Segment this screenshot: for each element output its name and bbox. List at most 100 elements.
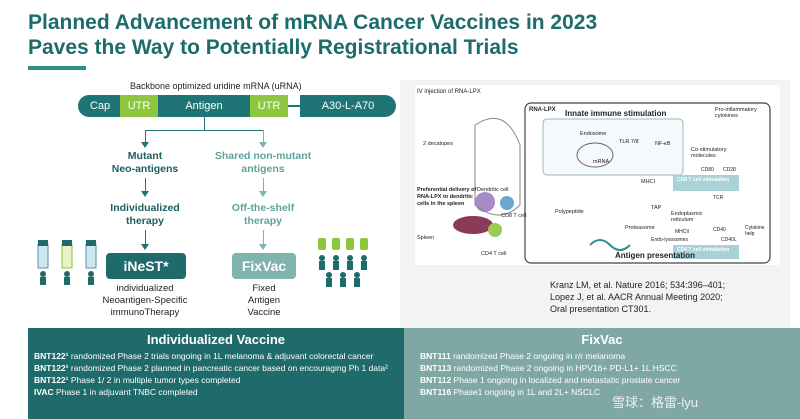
trial-text: Phase1 ongoing in 1L and 2L+ NSCLC	[451, 387, 600, 397]
individualized-panel: Individualized Vaccine BNT122¹ randomize…	[28, 328, 404, 419]
trial-code: IVAC	[34, 387, 54, 397]
fig-label-innate: Innate immune stimulation	[565, 109, 667, 118]
cd4-cell-shape	[488, 223, 502, 237]
connector-right-2	[263, 178, 264, 193]
fixvac-panel-title: FixVac	[581, 332, 623, 347]
page-title: Planned Advancement of mRNA Cancer Vacci…	[28, 10, 648, 60]
desc-line: individualized	[116, 283, 174, 294]
left-therapy: Individualized therapy	[110, 202, 180, 227]
title-line-2: Paves the Way to Potentially Registratio…	[28, 36, 519, 59]
trial-row: BNT111 randomized Phase 2 ongoing in r/r…	[420, 350, 680, 362]
fig-label-polypeptide: Polypeptide	[555, 209, 584, 215]
fixvac-panel: FixVac BNT111 randomized Phase 2 ongoing…	[404, 328, 800, 419]
antigen-segment: Antigen	[158, 95, 250, 117]
desc-line: Antigen	[247, 295, 281, 306]
cd8-stim-box	[673, 175, 739, 191]
reference-line: Oral presentation CT301.	[550, 304, 652, 314]
body-outline	[474, 117, 521, 216]
trial-row: BNT112 Phase 1 ongoing in localized and …	[420, 374, 680, 386]
trial-text: Phase 1 in adjuvant TNBC completed	[53, 387, 198, 397]
connector-stem	[204, 117, 205, 130]
cd8-cell-shape	[500, 196, 514, 210]
trial-code: BNT122¹	[34, 375, 69, 385]
fixvac-rows: BNT111 randomized Phase 2 ongoing in r/r…	[420, 350, 680, 398]
mrna-backbone: Cap UTR Antigen UTR A30-L-A70	[78, 95, 398, 117]
fig-label-endosome: Endosome	[580, 131, 607, 137]
trial-code: BNT122¹	[34, 351, 69, 361]
dc-shape	[475, 192, 495, 212]
fig-label-cd80: CD80	[701, 167, 714, 173]
inest-badge: iNeST*	[106, 253, 186, 279]
trial-text: randomized Phase 2 planned in pancreatic…	[68, 363, 388, 373]
er-shape	[589, 239, 631, 251]
right-antigen-type: Shared non-mutant antigens	[214, 150, 312, 175]
fig-label-cd4: CD4 T cell	[481, 251, 507, 257]
backbone-label: Backbone optimized uridine mRNA (uRNA)	[130, 81, 302, 91]
fig-label-cytokine: Cytokine help	[745, 225, 765, 237]
desc-line: Vaccine	[247, 307, 281, 318]
trial-code: BNT112	[420, 375, 452, 385]
fig-label-er: Endoplasmic reticulum	[671, 211, 703, 223]
innate-box	[542, 118, 684, 176]
arrow-right-2	[259, 191, 267, 197]
desc-line: Neoantigen-Specific	[102, 295, 188, 306]
fig-label-mhc1: MHCI	[641, 179, 656, 185]
cd4-stim-box	[673, 245, 739, 259]
trial-text: Phase 1 ongoing in localized and metasta…	[451, 375, 681, 385]
watermark: 雪球：格雷-lyu	[612, 395, 698, 410]
fig-label-dc: Dendritic cell	[477, 187, 509, 193]
fig-label-endolyso: Endo-lysosomes	[651, 237, 688, 243]
fig-label-tap: TAP	[651, 205, 662, 211]
trial-text: randomized Phase 2 ongoing in HPV16+ PD-…	[451, 363, 677, 373]
vial-icon	[61, 240, 73, 269]
individualized-rows: BNT122¹ randomized Phase 2 trials ongoin…	[34, 350, 388, 398]
fig-label-decatopes: 2 decatopes	[423, 141, 453, 147]
fixvac-badge: FixVac	[232, 253, 296, 279]
references: Kranz LM, et al. Nature 2016; 534:396–40…	[550, 279, 760, 315]
reference-line: Lopez J, et al. AACR Annual Meeting 2020…	[550, 292, 723, 302]
polya-segment: A30-L-A70	[300, 95, 396, 117]
trial-row: BNT116 Phase1 ongoing in 1L and 2L+ NSCL…	[420, 386, 680, 398]
fig-label-mrna: mRNA	[593, 159, 610, 165]
desc-line: Fixed	[252, 283, 276, 294]
trial-row: BNT122¹ Phase 1/ 2 in multiple tumor typ…	[34, 374, 388, 386]
fig-label-tcr: TCR	[713, 195, 724, 201]
right-therapy: Off-the-shelf therapy	[231, 202, 295, 227]
vial-icons	[37, 240, 97, 285]
title-underline	[28, 66, 86, 70]
fig-label-spleen: Spleen	[417, 235, 435, 241]
fig-label-tlr: TLR 7/8	[619, 139, 639, 145]
trial-code: BNT111	[420, 351, 451, 361]
fig-label-mhc2: MHCII	[675, 229, 690, 235]
fig-label-cd8stim: CD8 T cell stimulation	[677, 177, 730, 183]
crowd-icon	[318, 238, 368, 287]
desc-line: immunoTherapy	[110, 307, 180, 318]
arrow-left-3	[141, 244, 149, 250]
arrow-left-2	[141, 191, 149, 197]
person-icon	[40, 271, 94, 285]
trial-row: BNT122¹ randomized Phase 2 trials ongoin…	[34, 350, 388, 362]
trial-row: BNT113 randomized Phase 2 ongoing in HPV…	[420, 362, 680, 374]
fig-label-delivery: Preferential delivery of RNA-LPX to dend…	[417, 187, 477, 207]
reference-line: Kranz LM, et al. Nature 2016; 534:396–40…	[550, 280, 726, 290]
trial-row: BNT122¹ randomized Phase 2 planned in pa…	[34, 362, 388, 374]
spleen-shape	[453, 216, 493, 234]
trial-text: randomized Phase 2 trials ongoing in 1L …	[68, 351, 374, 361]
fig-label-proteasome: Proteasome	[625, 225, 655, 231]
left-antigen-type: Mutant Neo-antigens	[111, 150, 179, 175]
trial-text: randomized Phase 2 ongoing in r/r melano…	[450, 351, 626, 361]
fig-label-antigen-pres: Antigen presentation	[615, 251, 696, 260]
connector-left	[145, 130, 146, 143]
inest-description: individualized Neoantigen-Specific immun…	[70, 283, 220, 319]
arrow-left-1	[141, 142, 149, 148]
arrow-right-1	[259, 142, 267, 148]
endosome-shape	[576, 142, 614, 168]
vial-icon	[85, 240, 97, 269]
connector-right-3	[263, 230, 264, 246]
connector-bar	[145, 130, 263, 131]
cap-segment: Cap	[78, 95, 122, 117]
fig-label-cd40: CD40	[713, 227, 726, 233]
fig-label-proinf: Pro-inflammatory cytokines	[715, 107, 757, 119]
trial-code: BNT116	[420, 387, 452, 397]
trial-text: Phase 1/ 2 in multiple tumor types compl…	[68, 375, 241, 385]
